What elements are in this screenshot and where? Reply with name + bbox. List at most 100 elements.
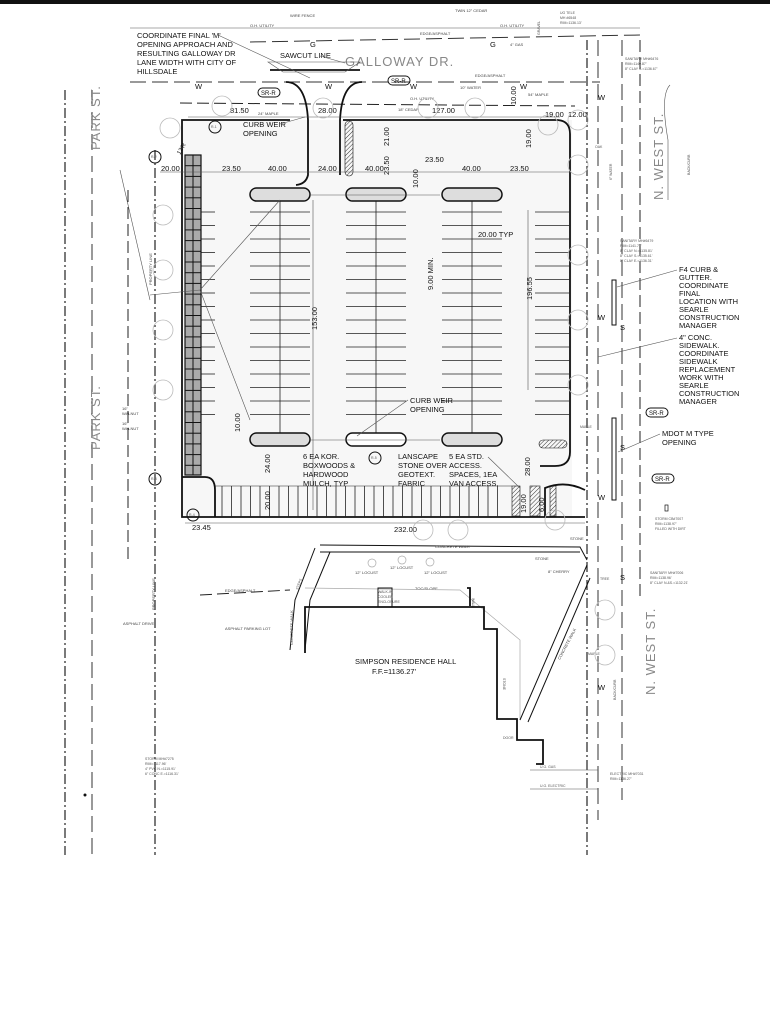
svg-text:12" LOCUST: 12" LOCUST	[355, 570, 379, 575]
svg-text:W: W	[598, 93, 606, 102]
svg-text:SIDEWALK: SIDEWALK	[679, 357, 717, 366]
svg-text:COOLER: COOLER	[378, 595, 393, 599]
svg-text:TOC/SLOPE: TOC/SLOPE	[415, 586, 438, 591]
tree-icon	[159, 117, 181, 139]
svg-text:MULCH, TYP: MULCH, TYP	[303, 479, 348, 488]
svg-text:10.00: 10.00	[411, 169, 420, 188]
gas-label: 4" GAS	[510, 42, 524, 47]
svg-text:W: W	[325, 82, 333, 91]
edge-asphalt-label: EDGE/ASPHALT	[475, 73, 506, 78]
svg-text:4" PVC N.=1115.91': 4" PVC N.=1115.91'	[145, 767, 176, 771]
svg-text:24.00: 24.00	[318, 164, 337, 173]
svg-text:TREE: TREE	[600, 577, 610, 581]
parking-lot	[181, 61, 586, 518]
tree-icon	[152, 379, 174, 401]
svg-text:CONCRETE WALK: CONCRETE WALK	[289, 610, 294, 645]
svg-text:RIM=1140.87': RIM=1140.87'	[625, 62, 647, 66]
tree-icon	[567, 309, 589, 331]
svg-text:SANITARY MH#6476: SANITARY MH#6476	[625, 57, 658, 61]
island	[345, 187, 407, 202]
svg-text:28.00: 28.00	[523, 457, 532, 476]
svg-text:10.00: 10.00	[233, 413, 242, 432]
tree-icon	[417, 97, 439, 119]
svg-text:CONSTRUCTION: CONSTRUCTION	[679, 389, 739, 398]
svg-text:8" CLAY S.=1135.61': 8" CLAY S.=1135.61'	[620, 254, 653, 258]
cedar-label: 18" CEDAR	[398, 107, 419, 112]
svg-text:S: S	[620, 323, 625, 332]
svg-text:SANITARY MH#6479: SANITARY MH#6479	[620, 239, 653, 243]
plant-tags: R-1 R-2 R-3 R-4 R-5 12'R	[148, 120, 382, 522]
svg-text:R-4: R-4	[189, 513, 195, 517]
svg-text:U.G. ELECTRIC: U.G. ELECTRIC	[540, 784, 566, 788]
svg-text:W: W	[410, 82, 418, 91]
edge-asphalt-label: EDGE/ASPHALT	[420, 31, 451, 36]
svg-text:R-5: R-5	[371, 456, 377, 460]
svg-text:ASPHALT PARKING LOT: ASPHALT PARKING LOT	[225, 626, 271, 631]
svg-text:STONE: STONE	[535, 556, 549, 561]
svg-text:MAPLE: MAPLE	[588, 652, 601, 656]
svg-text:6 EA KOR.: 6 EA KOR.	[303, 452, 339, 461]
building-name: SIMPSON RESIDENCE HALL	[355, 657, 456, 666]
svg-text:153.00: 153.00	[310, 307, 319, 330]
svg-text:SR-R: SR-R	[261, 91, 276, 97]
svg-text:SANITARY MH#7006: SANITARY MH#7006	[650, 571, 683, 575]
svg-text:S: S	[620, 443, 625, 452]
svg-text:PROPERTY LINE: PROPERTY LINE	[151, 578, 156, 610]
island	[441, 432, 503, 447]
svg-text:W: W	[195, 82, 203, 91]
svg-text:HARDWOOD: HARDWOOD	[303, 470, 349, 479]
sidewalk-note: 4" CONC. SIDEWALK. COORDINATE SIDEWALK R…	[597, 333, 739, 406]
svg-text:SAWCUT LINE: SAWCUT LINE	[280, 51, 331, 60]
svg-text:RESULTING GALLOWAY DR: RESULTING GALLOWAY DR	[137, 49, 236, 58]
svg-text:23.45: 23.45	[192, 523, 211, 532]
tree-icon	[544, 509, 566, 531]
svg-text:WALL: WALL	[471, 598, 475, 607]
svg-text:CURB WEIR: CURB WEIR	[410, 396, 454, 405]
oh-utility-label: O.H. UTILITY	[500, 23, 525, 28]
tree-icon	[447, 519, 469, 541]
svg-text:F.F.=1136.27': F.F.=1136.27'	[372, 667, 417, 676]
svg-text:W: W	[598, 683, 606, 692]
svg-text:SR-R: SR-R	[649, 411, 664, 417]
svg-text:19.00: 19.00	[545, 110, 564, 119]
svg-text:STONE OVER: STONE OVER	[398, 461, 448, 470]
svg-text:CONCRETE WALK: CONCRETE WALK	[435, 544, 470, 549]
svg-text:MAPLE: MAPLE	[580, 425, 593, 429]
svg-text:G: G	[310, 40, 316, 49]
svg-text:WALNUT: WALNUT	[122, 426, 139, 431]
island	[345, 432, 407, 447]
svg-text:12" LOCUST: 12" LOCUST	[390, 565, 414, 570]
water-label: 10" WATER	[460, 85, 481, 90]
svg-text:SR-R: SR-R	[655, 477, 670, 483]
survey-point	[83, 793, 87, 797]
tree-icon	[211, 95, 233, 117]
svg-text:CONSTRUCTION: CONSTRUCTION	[679, 313, 739, 322]
svg-text:STORM MH#7275: STORM MH#7275	[145, 757, 174, 761]
svg-text:GRAVEL: GRAVEL	[537, 21, 541, 35]
svg-text:4" CONC.: 4" CONC.	[679, 333, 712, 342]
tree-icon	[464, 97, 486, 119]
svg-text:WALNUT: WALNUT	[122, 411, 139, 416]
svg-text:6.00: 6.00	[537, 497, 546, 512]
tree-icon	[152, 204, 174, 226]
svg-text:MANAGER: MANAGER	[679, 397, 718, 406]
svg-text:REPLACEMENT: REPLACEMENT	[679, 365, 736, 374]
svg-text:40.00: 40.00	[365, 164, 384, 173]
tree-icon	[312, 97, 334, 119]
svg-text:81.50: 81.50	[230, 106, 249, 115]
svg-text:OAK: OAK	[595, 145, 603, 149]
svg-text:SEARLE: SEARLE	[679, 305, 709, 314]
svg-text:8" CHERRY: 8" CHERRY	[548, 569, 570, 574]
svg-text:SPACES, 1EA: SPACES, 1EA	[449, 470, 497, 479]
galloway-utilities: O.H. UTILITY O.H. UTILITY WIRE FENCE TWI…	[130, 8, 641, 116]
svg-text:STORM CB#7007: STORM CB#7007	[655, 517, 683, 521]
svg-text:ACCESS.: ACCESS.	[449, 461, 482, 470]
twin-cedar-label: TWIN 12" CEDAR	[455, 8, 487, 13]
svg-text:LANSCAPE: LANSCAPE	[398, 452, 438, 461]
svg-text:RIM=1136.27': RIM=1136.27'	[610, 777, 632, 781]
svg-text:MH #6548: MH #6548	[560, 16, 576, 20]
tree-icon	[567, 154, 589, 176]
svg-text:6" WATER: 6" WATER	[609, 163, 613, 180]
svg-text:W: W	[598, 313, 606, 322]
